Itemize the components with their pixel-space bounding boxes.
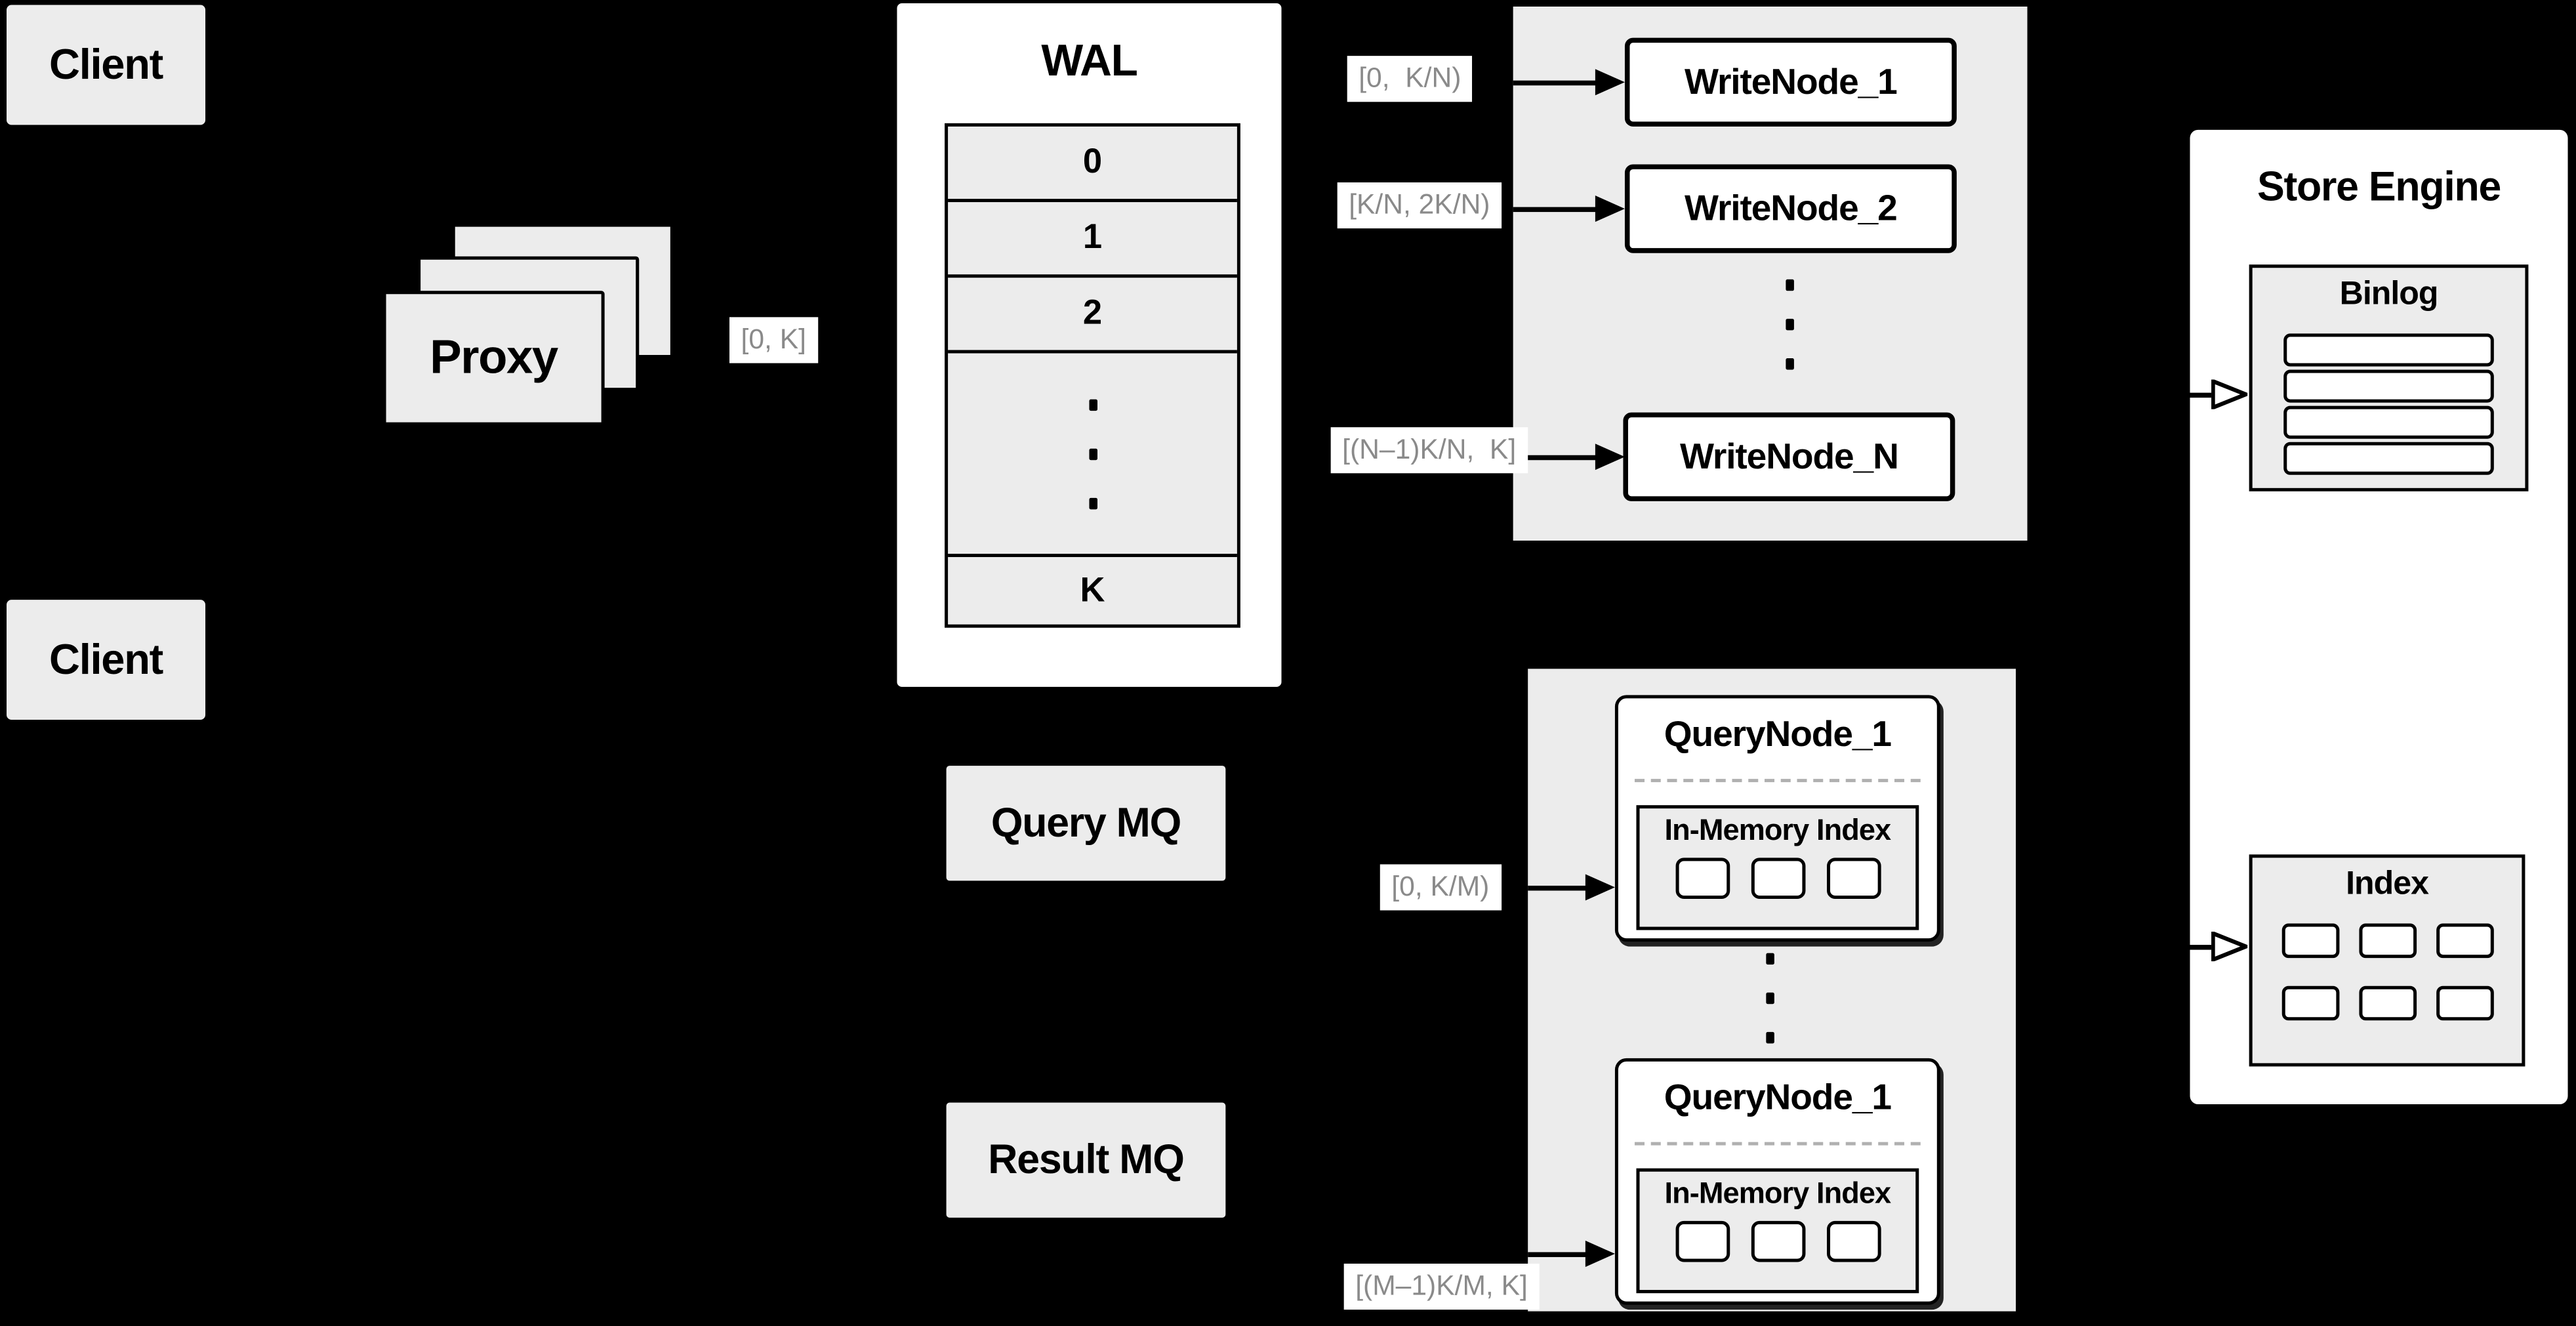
querynode-ellipsis-dots <box>1766 953 1774 1044</box>
wal-row-0: 0 <box>1082 142 1103 181</box>
result-mq-label: Result MQ <box>988 1136 1185 1182</box>
binlog-row <box>2283 405 2494 439</box>
index-cell <box>2358 985 2416 1021</box>
index-cells-row-2 <box>2253 985 2522 1021</box>
index-cell <box>2281 985 2339 1021</box>
binlog-row <box>2283 442 2494 475</box>
wal-row-1: 1 <box>948 199 1237 274</box>
inmemory-cell <box>1675 858 1729 899</box>
querynode-1-inmemory-cells <box>1639 858 1915 899</box>
arrow-head-querynode-2 <box>1585 1240 1615 1267</box>
arrow-head-writenode-2 <box>1595 196 1625 222</box>
range-label-writenode-2: [K/N, 2K/N) <box>1337 182 1502 229</box>
arrow-line-querynode-2 <box>1528 1252 1589 1257</box>
inmemory-cell <box>1826 1220 1881 1262</box>
inmemory-cell <box>1826 858 1881 899</box>
index-cell <box>2281 923 2339 959</box>
arrow-line-writenode-2 <box>1513 207 1599 213</box>
proxy-label: Proxy <box>430 331 558 384</box>
wal-title: WAL <box>1041 36 1138 86</box>
proxy-card-front: Proxy <box>382 291 605 426</box>
inmemory-cell <box>1750 858 1805 899</box>
index-title: Index <box>2346 865 2429 902</box>
range-label-querynode-1: [0, K/M) <box>1380 864 1501 911</box>
querynode-2-title: QueryNode_1 <box>1664 1076 1892 1118</box>
writenode-n-label: WriteNode_N <box>1679 435 1899 477</box>
writenode-1-box: WriteNode_1 <box>1624 37 1957 127</box>
store-engine-title: Store Engine <box>2257 164 2501 211</box>
range-label-proxy-wal: [0, K] <box>729 317 818 363</box>
arrow-line-querynode-1 <box>1528 885 1589 891</box>
wal-table: 0 1 2 K <box>945 123 1240 628</box>
querynode-2-inmemory-box: In-Memory Index <box>1636 1168 1919 1294</box>
querynode-2-box: QueryNode_1 In-Memory Index <box>1614 1058 1940 1305</box>
inmemory-cell <box>1675 1220 1729 1262</box>
inmemory-cell <box>1750 1220 1805 1262</box>
range-label-querynode-2: [(M–1)K/M, K] <box>1343 1263 1540 1310</box>
querynode-1-inmemory-box: In-Memory Index <box>1636 805 1919 930</box>
index-box: Index <box>2249 854 2525 1067</box>
arrow-head-querynode-1 <box>1585 874 1615 901</box>
arrow-head-writenode-1 <box>1595 69 1625 96</box>
querynode-2-divider <box>1634 1142 1921 1146</box>
arrow-head-writenode-n <box>1595 444 1625 470</box>
binlog-box: Binlog <box>2249 264 2529 491</box>
binlog-rows <box>2283 333 2494 475</box>
querynode-2-inmemory-cells <box>1639 1220 1915 1262</box>
querynode-1-box: QueryNode_1 In-Memory Index <box>1614 695 1940 942</box>
wal-ellipsis-dots <box>1088 398 1097 509</box>
querynode-1-title: QueryNode_1 <box>1664 713 1892 755</box>
range-label-writenode-n: [(N–1)K/N, K] <box>1330 427 1528 474</box>
arrow-line-writenode-n <box>1513 455 1599 461</box>
query-mq-label: Query MQ <box>991 799 1181 846</box>
arrow-line-index <box>2165 945 2212 950</box>
binlog-row <box>2283 333 2494 367</box>
range-label-writenode-1: [0, K/N) <box>1347 56 1473 102</box>
query-mq-box: Query MQ <box>946 766 1226 881</box>
client-box-top: Client <box>7 5 206 125</box>
index-cells-row-1 <box>2253 923 2522 959</box>
index-cell <box>2358 923 2416 959</box>
writenode-ellipsis-dots <box>1786 279 1794 370</box>
wal-row-k: K <box>948 554 1237 625</box>
writenode-n-box: WriteNode_N <box>1623 412 1955 501</box>
querynode-1-inmemory-title: In-Memory Index <box>1664 813 1892 846</box>
open-arrow-head-index <box>2211 932 2248 962</box>
index-cell <box>2435 985 2493 1021</box>
writenode-2-box: WriteNode_2 <box>1624 164 1957 253</box>
open-arrow-head-binlog <box>2211 379 2248 409</box>
result-mq-box: Result MQ <box>946 1102 1226 1218</box>
writenode-2-label: WriteNode_2 <box>1685 187 1898 229</box>
binlog-row <box>2283 369 2494 403</box>
client-bottom-label: Client <box>49 634 163 684</box>
arrow-line-binlog <box>2165 392 2212 398</box>
index-cell <box>2435 923 2493 959</box>
writenode-1-label: WriteNode_1 <box>1685 60 1898 102</box>
wal-row-ellipsis <box>948 350 1237 554</box>
arrow-line-writenode-1 <box>1513 80 1599 86</box>
querynode-1-divider <box>1634 779 1921 783</box>
querynode-2-inmemory-title: In-Memory Index <box>1664 1176 1892 1210</box>
client-box-bottom: Client <box>7 600 206 720</box>
binlog-title: Binlog <box>2339 276 2439 312</box>
client-top-label: Client <box>49 39 163 89</box>
wal-row-2: 2 <box>948 274 1237 350</box>
